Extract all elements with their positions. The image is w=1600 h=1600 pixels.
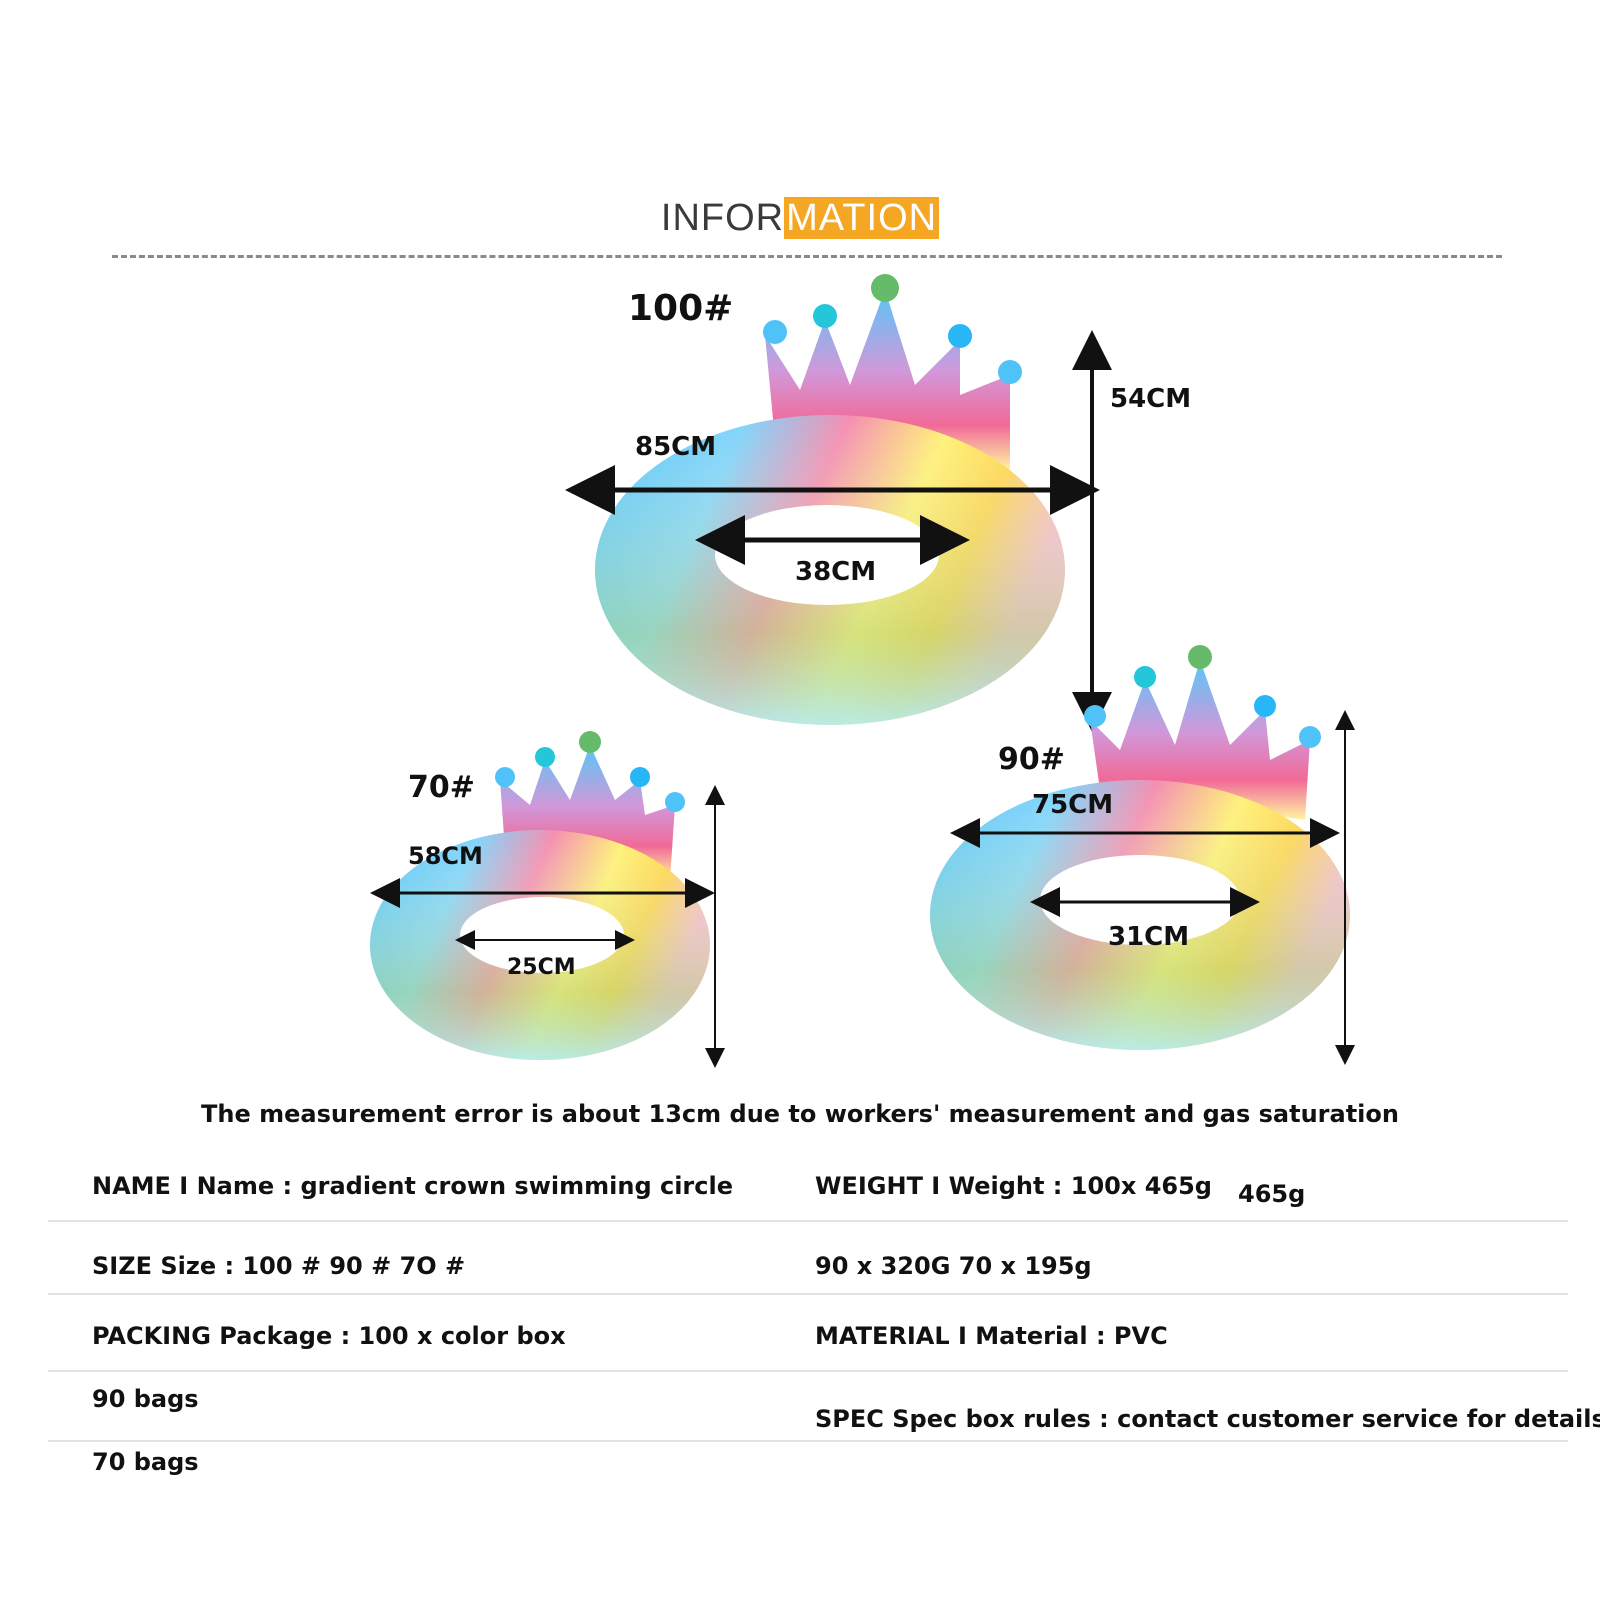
spec-weight-extra: 465g [1238, 1180, 1306, 1208]
title-part-1: INFOR [660, 197, 785, 239]
inner-width-100: 38CM [795, 557, 877, 587]
size-label-100: 100# [628, 288, 734, 329]
dashed-divider [112, 255, 1502, 258]
spec-packing: PACKING Package : 100 x color box [92, 1322, 566, 1350]
spec-name: NAME I Name : gradient crown swimming ci… [92, 1172, 733, 1200]
small-ring [370, 731, 725, 1068]
size-label-90: 90# [998, 742, 1065, 777]
spec-bags-90: 90 bags [92, 1385, 199, 1413]
row-divider-3 [48, 1370, 1568, 1372]
outer-width-100: 85CM [635, 432, 717, 462]
outer-width-70: 58CM [408, 842, 483, 870]
height-100: 54CM [1110, 384, 1192, 414]
size-label-70: 70# [408, 770, 475, 805]
row-divider-1 [48, 1220, 1568, 1222]
section-title: INFORMATION [0, 196, 1600, 240]
measurement-note: The measurement error is about 13cm due … [201, 1100, 1399, 1128]
inner-width-70: 25CM [507, 955, 576, 980]
spec-weight-continued: 90 x 320G 70 x 195g [815, 1252, 1092, 1280]
spec-weight: WEIGHT I Weight : 100x 465g [815, 1172, 1212, 1200]
row-divider-2 [48, 1293, 1568, 1295]
inner-width-90: 31CM [1108, 922, 1190, 952]
row-divider-4 [48, 1440, 1568, 1442]
large-ring [565, 274, 1112, 732]
spec-box-rules: SPEC Spec box rules : contact customer s… [815, 1405, 1600, 1433]
spec-material: MATERIAL I Material : PVC [815, 1322, 1168, 1350]
medium-ring [930, 645, 1355, 1065]
title-part-2-highlight: MATION [784, 197, 940, 239]
outer-width-90: 75CM [1032, 790, 1114, 820]
medium-crown [1090, 660, 1310, 820]
spec-size: SIZE Size : 100 # 90 # 7O # [92, 1252, 466, 1280]
spec-bags-70: 70 bags [92, 1448, 199, 1476]
